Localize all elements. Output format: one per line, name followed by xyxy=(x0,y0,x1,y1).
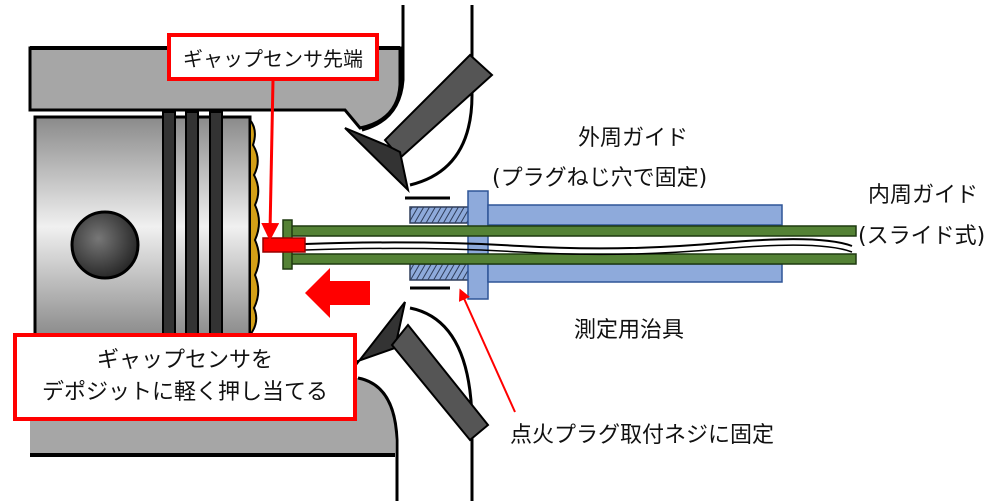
inner-guide-rod-upper xyxy=(289,225,857,237)
outer-guide-label: 外周ガイド xyxy=(578,126,689,151)
plug-thread-upper xyxy=(409,206,471,224)
push-direction-arrow xyxy=(305,268,370,318)
deposit xyxy=(249,117,260,338)
sensor-tip-pointer xyxy=(261,79,280,241)
outer-guide-body-lower xyxy=(487,263,783,283)
sensor-tip-label: ギャップセンサ先端 xyxy=(183,46,363,71)
piston-pin xyxy=(70,210,140,280)
plug-thread-label: 点火プラグ取付ネジに固定 xyxy=(510,423,775,448)
press-callout: ギャップセンサを デポジットに軽く押し当てる xyxy=(13,333,357,421)
plug-thread-pointer xyxy=(458,288,516,413)
sensor-cable xyxy=(304,238,853,250)
plug-thread-lower xyxy=(409,263,471,281)
outer-guide-note: (プラグねじ穴で固定) xyxy=(492,166,708,191)
piston-ring xyxy=(209,111,223,343)
exhaust-valve-stem xyxy=(390,323,490,442)
outer-guide-body-upper xyxy=(487,204,783,226)
port-wall-right xyxy=(409,5,474,187)
press-label-line1: ギャップセンサを xyxy=(96,348,273,373)
inner-guide-label: 内周ガイド xyxy=(868,183,979,208)
gap-sensor xyxy=(262,237,306,253)
piston-ring xyxy=(162,111,176,343)
exhaust-valve-head xyxy=(351,301,406,371)
port-wall-left xyxy=(361,5,405,132)
inner-guide-note: (スライド式) xyxy=(858,224,986,249)
sensor-tip-callout: ギャップセンサ先端 xyxy=(167,33,379,81)
piston-ring xyxy=(185,111,199,343)
jig-label: 測定用治具 xyxy=(574,318,685,343)
intake-valve-head xyxy=(344,127,410,194)
port-wall-lower-left xyxy=(357,376,399,501)
sensor-cable xyxy=(304,244,853,256)
inner-guide-rod-lower xyxy=(289,253,857,265)
press-label-line2: デポジットに軽く押し当てる xyxy=(41,380,328,405)
